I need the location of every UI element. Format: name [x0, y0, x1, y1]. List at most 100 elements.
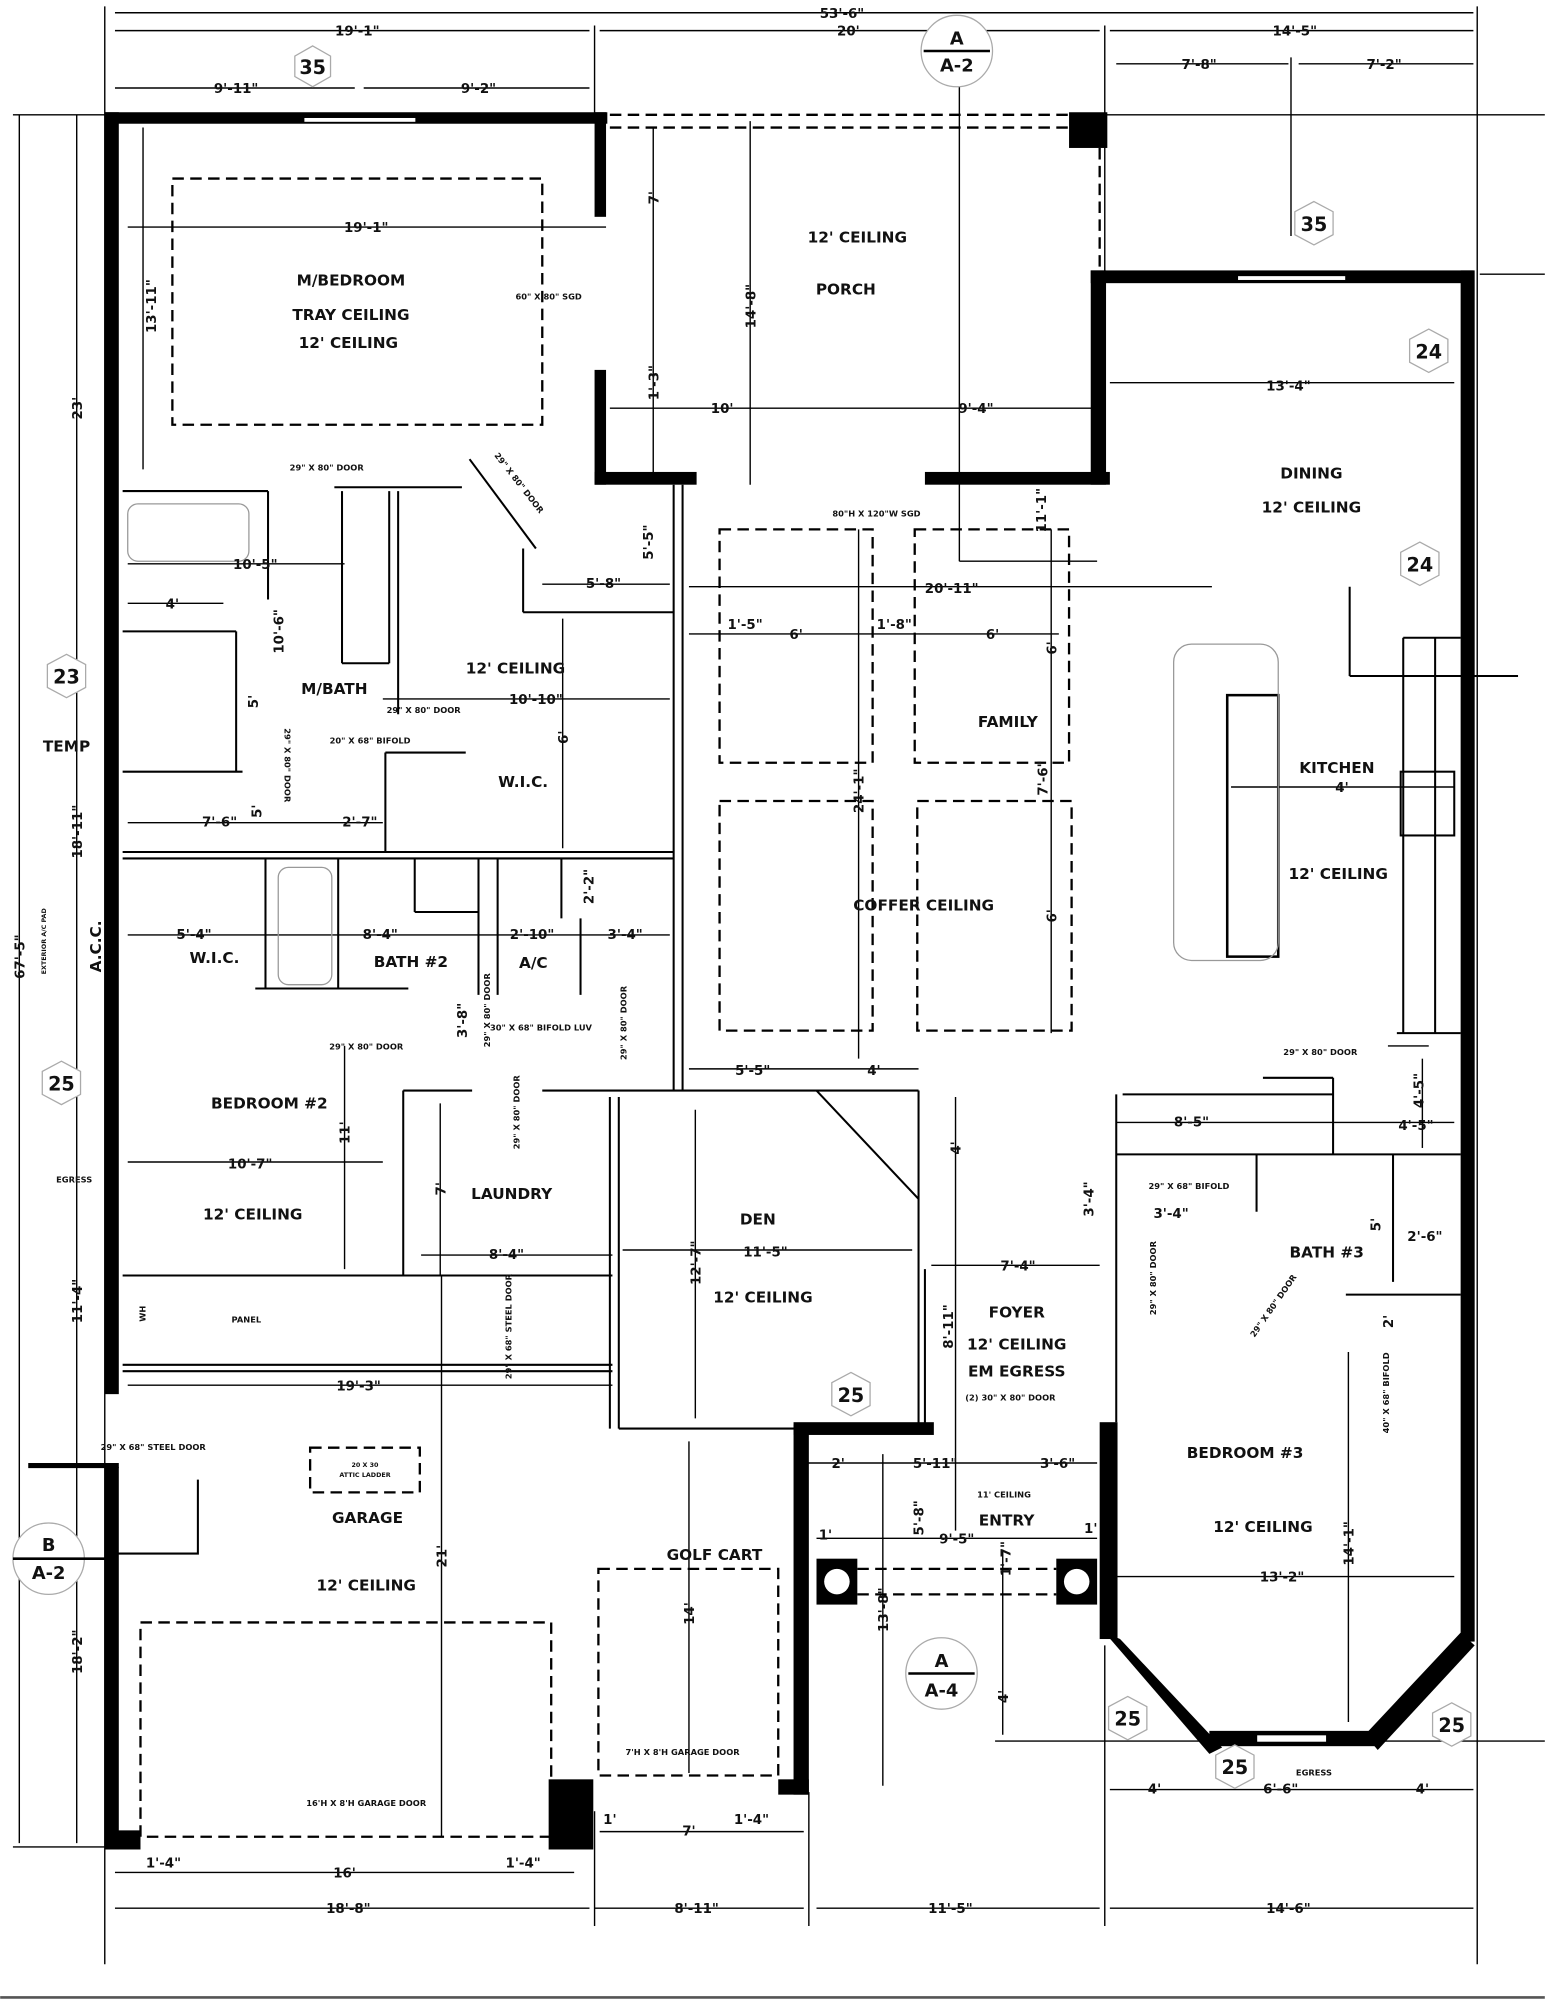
dimension: 18'-2": [71, 1630, 86, 1675]
note: 29" X 80" DOOR: [618, 985, 628, 1060]
svg-text:25: 25: [1438, 1714, 1465, 1737]
dimension: 10'-10": [509, 693, 563, 708]
room-label: TEMP: [43, 737, 90, 755]
note: 29" X 68" BIFOLD: [1148, 1181, 1229, 1191]
dimension: 8'-11": [942, 1304, 957, 1349]
svg-text:A: A: [950, 29, 964, 50]
room-label: DINING: [1280, 464, 1342, 482]
room-label: 12' CEILING: [299, 334, 398, 352]
note: EXTERIOR A/C PAD: [40, 908, 48, 974]
dimension: 24'-1": [853, 769, 868, 814]
dimension: 14': [683, 1602, 698, 1625]
exterior-walls: [28, 112, 1475, 1850]
svg-text:35: 35: [299, 56, 326, 79]
note: (2) 30" X 80" DOOR: [965, 1393, 1056, 1403]
dimension: 4': [997, 1690, 1012, 1703]
dimension: 18'-11": [71, 805, 86, 859]
dimension: 3'-4": [1153, 1207, 1188, 1222]
dimension: 7'-8": [1182, 58, 1217, 73]
note: 29" X 80" DOOR: [329, 1042, 404, 1052]
svg-text:25: 25: [838, 1384, 865, 1407]
room-label: DEN: [740, 1210, 776, 1228]
dimension: 9'-11": [214, 82, 259, 97]
svg-text:A-2: A-2: [32, 1563, 66, 1584]
dimension: 6': [1045, 641, 1060, 654]
section-marker-a-a4: AA-4: [905, 1637, 978, 1710]
room-label: BEDROOM #3: [1187, 1444, 1304, 1462]
dimension: 6': [986, 628, 999, 643]
dimension: 1'-7": [999, 1541, 1014, 1576]
tag-25: 25: [41, 1060, 82, 1106]
dimension: 4': [867, 1064, 880, 1079]
room-label: BATH #2: [374, 953, 448, 971]
note: 29" X 80" DOOR: [387, 705, 462, 715]
dimension: 1': [1084, 1522, 1097, 1537]
dimension: 1'-8": [877, 618, 912, 633]
note: 29" X 68" STEEL DOOR: [504, 1273, 514, 1379]
hex-tags: 35 35 24 24 23 25 25 25 25 25: [41, 45, 1472, 1789]
note: 80"H X 120"W SGD: [832, 509, 920, 519]
dimension: 8'-11": [674, 1902, 719, 1917]
dimension: 4': [1335, 781, 1348, 796]
note: 20" X 68" BIFOLD: [330, 736, 411, 746]
dimension: 11'-1": [1035, 488, 1050, 533]
svg-text:24: 24: [1407, 553, 1434, 576]
tag-25: 25: [1107, 1695, 1148, 1741]
dimension: 3'-8": [456, 1003, 471, 1038]
room-label: GARAGE: [332, 1509, 403, 1527]
dimension: 14'-5": [1273, 25, 1318, 40]
svg-text:A-2: A-2: [940, 55, 974, 76]
room-label: 12' CEILING: [466, 659, 565, 677]
note: 40" X 68" BIFOLD: [1381, 1352, 1391, 1433]
room-label: 11' CEILING: [977, 1489, 1031, 1499]
interior-walls: [122, 458, 1519, 1430]
dimension: 10'-7": [228, 1157, 273, 1172]
dimension: 13'-8": [877, 1587, 892, 1632]
dimension: 7'-4": [1000, 1259, 1035, 1274]
note: 29" X 80" DOOR: [1283, 1047, 1358, 1057]
dimension: 5'-4": [176, 928, 211, 943]
dimension: 7': [682, 1824, 695, 1839]
room-label: WH: [138, 1306, 148, 1322]
dimension: 3'-6": [1040, 1457, 1075, 1472]
svg-text:A: A: [935, 1651, 949, 1672]
dimension: 1'-5": [727, 618, 762, 633]
room-label: M/BATH: [301, 680, 367, 698]
room-label: PORCH: [816, 281, 876, 299]
dimension: 11'-5": [743, 1245, 788, 1260]
dimension-lines: [12, 6, 1545, 1965]
note: 16'H X 8'H GARAGE DOOR: [306, 1798, 427, 1808]
dimension: 5'-11": [913, 1457, 958, 1472]
svg-text:24: 24: [1415, 340, 1442, 363]
room-label: A/C: [519, 954, 548, 972]
note: 29" X 80" DOOR: [1148, 1240, 1158, 1315]
dimension: 1'-4": [146, 1856, 181, 1871]
dimension: 4'-5": [1413, 1073, 1428, 1108]
dimension: 20': [837, 25, 860, 40]
opening-notes: 60" X 80" SGD 29" X 80" DOOR 29" X 80" D…: [40, 292, 1391, 1808]
dimension: 3'-4": [608, 928, 643, 943]
tag-25: 25: [1215, 1744, 1255, 1789]
svg-text:B: B: [42, 1535, 56, 1556]
note: 30" X 68" BIFOLD LUV: [490, 1023, 593, 1033]
room-label: W.I.C.: [189, 949, 239, 967]
note: 29" X 80" DOOR: [482, 973, 492, 1048]
dimension: 20'-11": [925, 582, 979, 597]
dimension: 3'-4": [1082, 1181, 1097, 1216]
dimension: 14'-8": [744, 284, 759, 329]
tag-23: 23: [46, 653, 87, 699]
dimension: 5'-8": [913, 1500, 928, 1535]
room-label: 12' CEILING: [1213, 1518, 1312, 1536]
dashed-outlines: [139, 113, 1101, 1838]
dimension: 7': [434, 1182, 449, 1195]
room-label: FAMILY: [978, 713, 1039, 731]
room-label: TRAY CEILING: [292, 306, 409, 324]
dimension: 6': [1045, 909, 1060, 922]
room-label: A.C.C.: [87, 920, 105, 972]
dimension: 5'-5": [642, 524, 657, 559]
dimension: 8'-4": [363, 928, 398, 943]
dimension: 10'-6": [272, 609, 287, 654]
dimension: 67'-5": [13, 934, 28, 979]
dimension: 13'-11": [145, 279, 160, 333]
